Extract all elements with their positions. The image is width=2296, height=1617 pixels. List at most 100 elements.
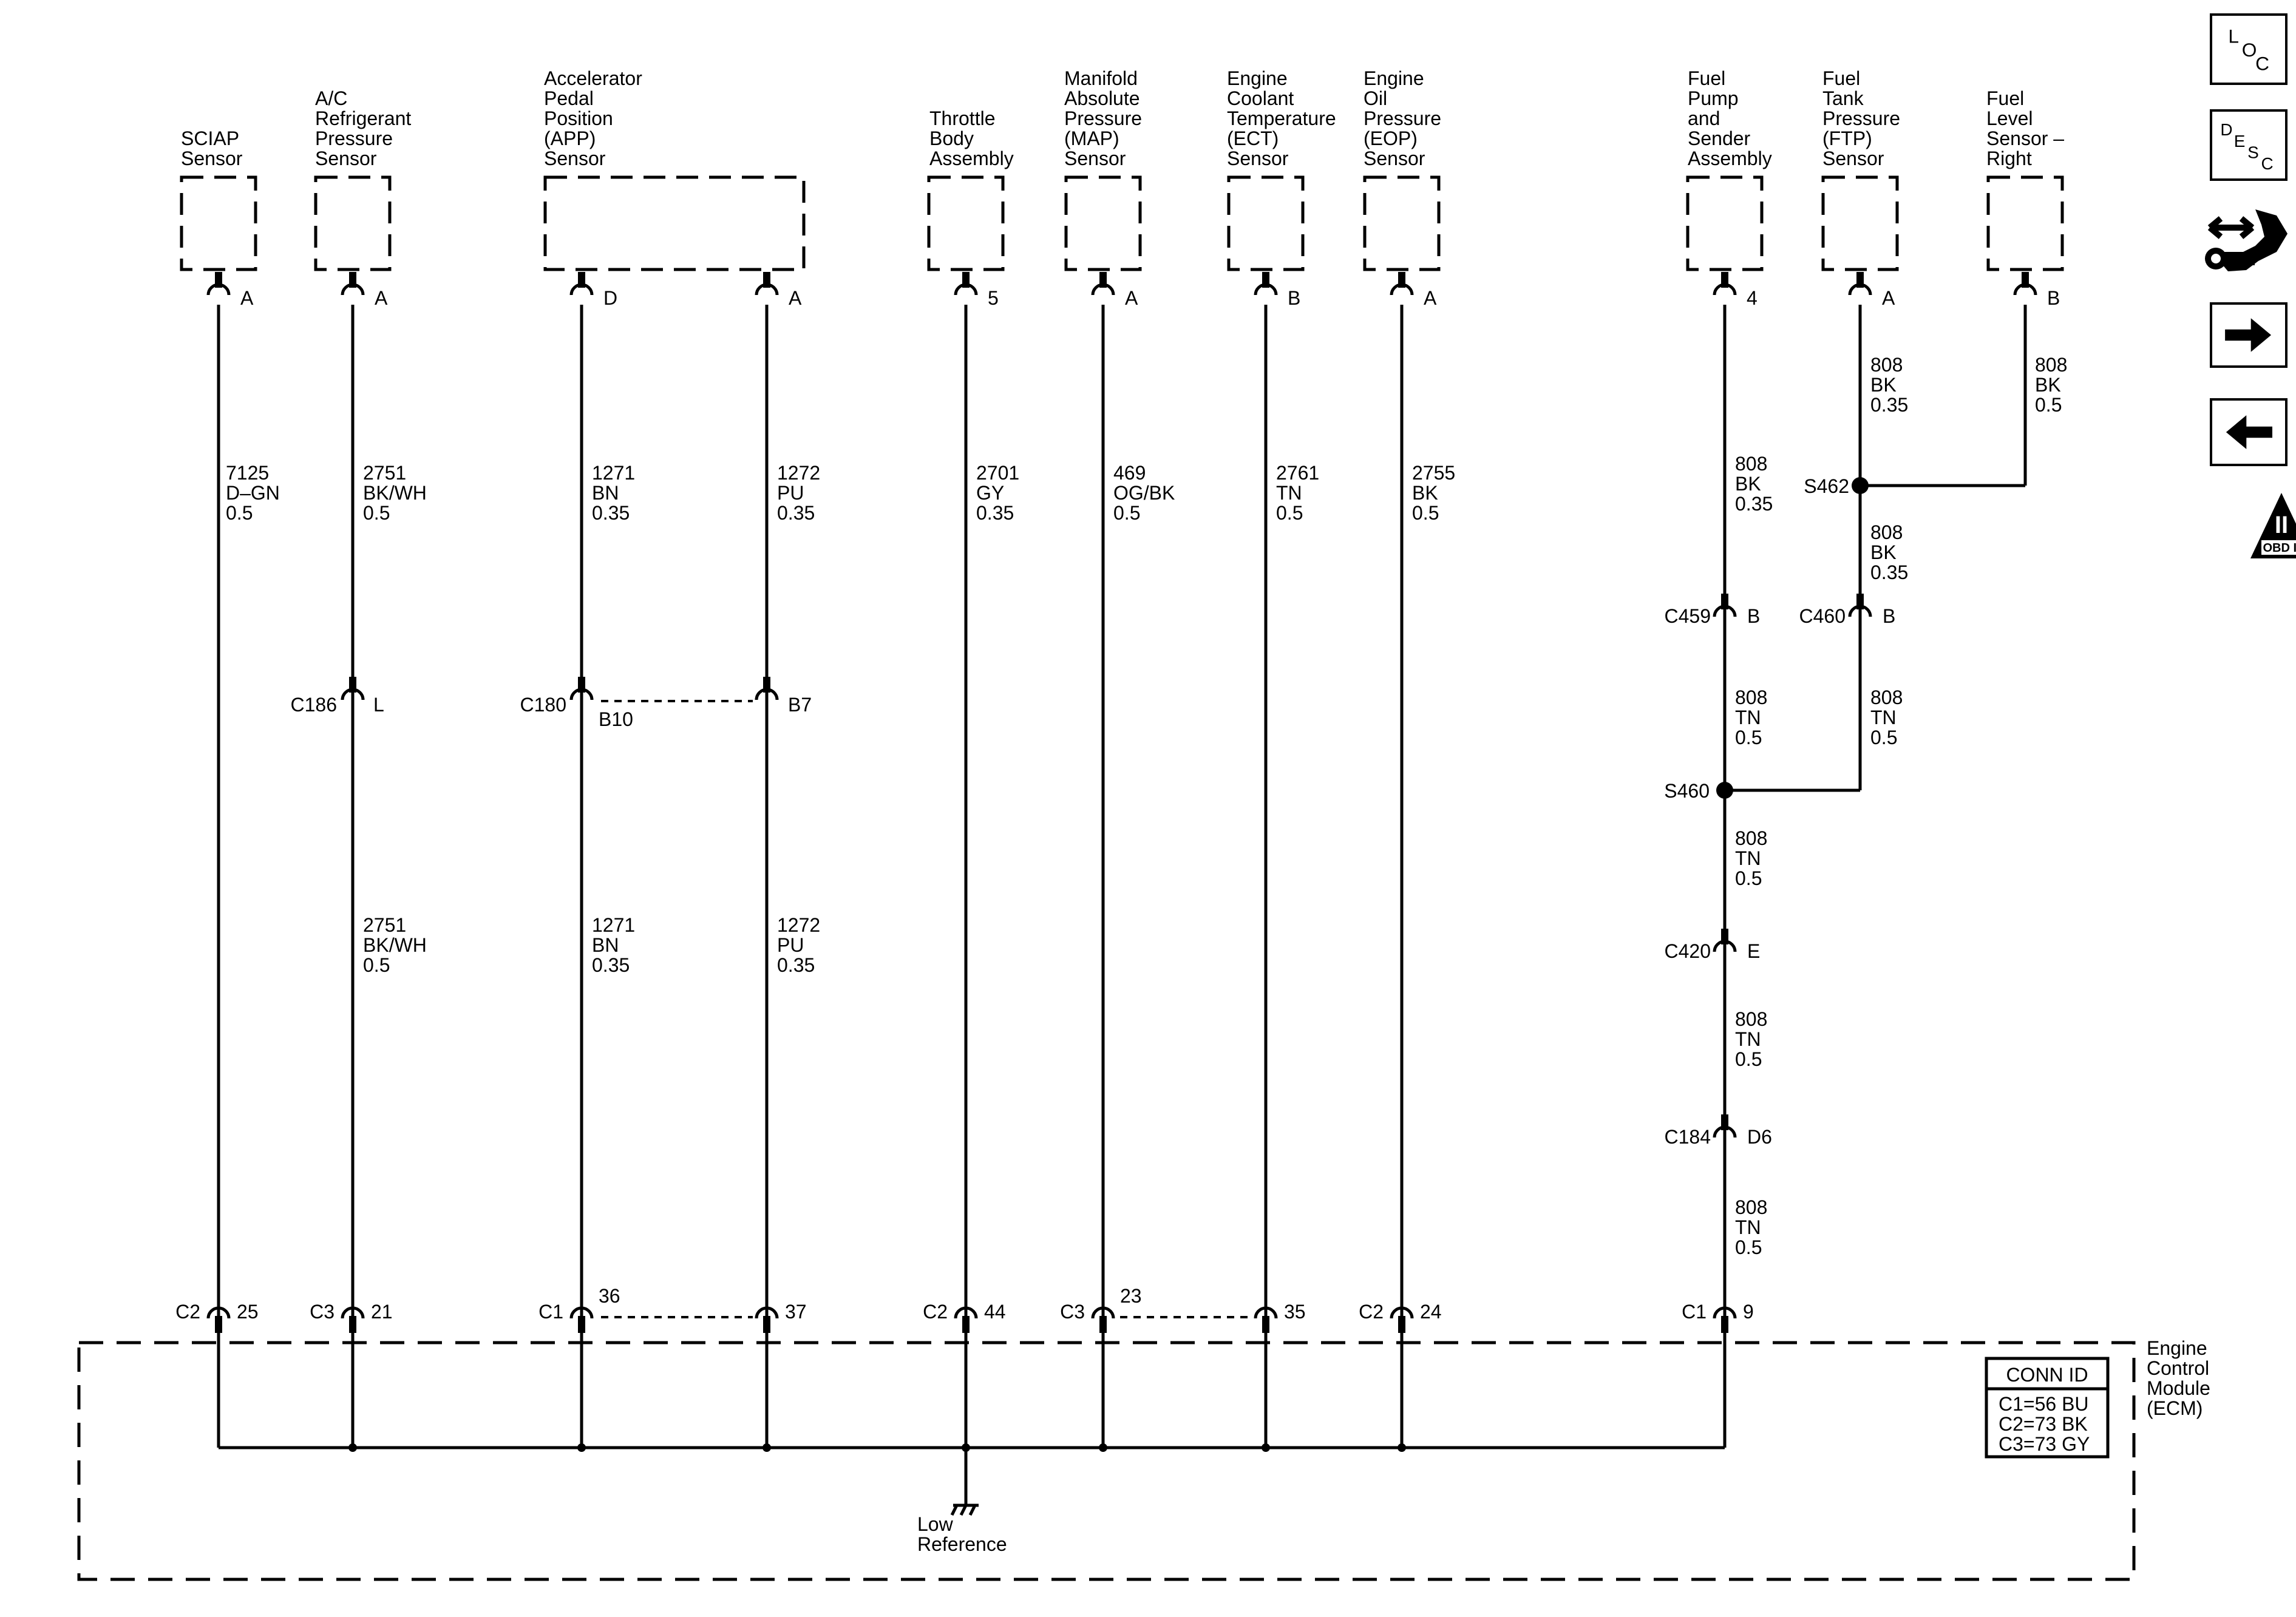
sciap-circuit-label: D–GN (226, 482, 280, 504)
bus-dot (1262, 1443, 1270, 1452)
app-title: Position (544, 107, 613, 129)
conn-id-row: C1=56 BU (1999, 1393, 2089, 1415)
fp-circuit-label: BK (1735, 473, 1761, 495)
eop-pin-label: A (1424, 287, 1437, 309)
c186-connector (341, 677, 365, 700)
map-ecm-connector (1091, 1306, 1115, 1333)
ftp-lower-circuit-label: BK (1870, 541, 1897, 563)
eop-sensor-connector (1390, 272, 1414, 296)
c180-label: C180 (520, 694, 567, 716)
app-d-circuit-label: 0.35 (592, 502, 630, 524)
bus-dot (577, 1443, 586, 1452)
location-button[interactable]: L O C (2210, 13, 2288, 85)
after-c184-circuit-label: 808 (1735, 1196, 1767, 1218)
ac-sensor-connector (341, 272, 365, 296)
map-circuit-label: 469 (1113, 462, 1146, 484)
app-a-circuit-label: 0.35 (777, 502, 815, 524)
arrow-right-icon (2225, 318, 2272, 352)
map-circuit-label: OG/BK (1113, 482, 1175, 504)
fp-ecm-conn-label: C1 (1682, 1301, 1707, 1323)
previous-page-button[interactable] (2210, 398, 2288, 466)
fp-title: and (1688, 107, 1720, 129)
fp-sensor-connector (1713, 272, 1737, 296)
eop-circuit-label: BK (1412, 482, 1438, 504)
map-pin-label: A (1125, 287, 1138, 309)
ect-title: (ECT) (1227, 127, 1279, 149)
obd-ii-icon[interactable]: II OBD II (2248, 490, 2296, 562)
ac-title: Pressure (315, 127, 393, 149)
app-title: Accelerator (544, 67, 642, 89)
bus-dot (1099, 1443, 1107, 1452)
obd-text: OBD II (2263, 541, 2296, 555)
eop-circuit-label: 0.5 (1412, 502, 1439, 524)
eop-ecm-pin-label: 24 (1420, 1301, 1442, 1323)
map-title: Manifold (1064, 67, 1138, 89)
c459-pin-label: B (1747, 605, 1760, 627)
ac-title: A/C (315, 87, 347, 109)
c184-connector (1713, 1114, 1737, 1138)
tb-circuit-label: GY (976, 482, 1004, 504)
bus-dot (348, 1443, 357, 1452)
app-d-lower-circuit-label: 1271 (592, 914, 635, 936)
ftp-title: (FTP) (1822, 127, 1872, 149)
next-page-button[interactable] (2210, 302, 2288, 368)
app-d-circuit-label: 1271 (592, 462, 635, 484)
app-a-ecm-connector (755, 1306, 779, 1333)
tb-title: Body (929, 127, 974, 149)
tb-sensor-connector (954, 272, 978, 296)
app-a-circuit-label: PU (777, 482, 804, 504)
map-sensor-box (1064, 175, 1142, 271)
ftp-sensor-connector (1848, 272, 1872, 296)
fls-title: Sensor – (1986, 127, 2064, 149)
c420-connector (1713, 929, 1737, 952)
ftp-pin-label: A (1882, 287, 1895, 309)
ac-title: Sensor (315, 147, 377, 169)
connector-tool-icon[interactable] (2204, 203, 2292, 282)
sciap-title: SCIAP (181, 127, 239, 149)
ac-sensor-box (314, 175, 392, 271)
tb-ecm-pin-label: 44 (984, 1301, 1006, 1323)
tb-ecm-conn-label: C2 (923, 1301, 948, 1323)
fuel-pump-box (1686, 175, 1764, 271)
c180-b10-label: B10 (599, 708, 633, 730)
ect-sensor-connector (1254, 272, 1278, 296)
sciap-ecm-conn-label: C2 (175, 1301, 200, 1323)
description-button[interactable]: D E S C (2210, 109, 2288, 181)
sciap-sensor-connector (206, 272, 231, 296)
app-a-lower-circuit-label: 1272 (777, 914, 820, 936)
app-a-sensor-connector (755, 272, 779, 296)
app-a-pin-label: A (789, 287, 802, 309)
splice-s462 (1852, 477, 1869, 494)
c459-lower-circuit-label: 808 (1735, 686, 1767, 708)
c460-connector (1848, 594, 1872, 617)
ect-title: Coolant (1227, 87, 1294, 109)
app-title: Pedal (544, 87, 594, 109)
ect-title: Sensor (1227, 147, 1289, 169)
ground-icon (950, 1503, 979, 1516)
app-d-ecm-connector (569, 1306, 594, 1333)
ect-title: Engine (1227, 67, 1288, 89)
tb-title: Assembly (929, 147, 1014, 169)
ac-lower-circuit-label: BK/WH (363, 934, 427, 956)
conn-id-table (1985, 1357, 2110, 1459)
after-c420-circuit-label: 808 (1735, 1008, 1767, 1030)
ftp-title: Tank (1822, 87, 1864, 109)
ecm-title: Module (2147, 1377, 2210, 1399)
fp-circuit-label: 0.35 (1735, 493, 1773, 515)
sciap-ecm-connector (206, 1306, 231, 1333)
ecm-title: Engine (2147, 1337, 2207, 1359)
eop-title: Pressure (1364, 107, 1441, 129)
c459-lower-circuit-label: TN (1735, 707, 1761, 728)
c460-lower-circuit-label: TN (1870, 707, 1897, 728)
tb-circuit-label: 0.35 (976, 502, 1014, 524)
eop-sensor-box (1363, 175, 1441, 271)
bus-dot (1398, 1443, 1406, 1452)
map-title: (MAP) (1064, 127, 1119, 149)
conn-id-row: C3=73 GY (1999, 1433, 2090, 1455)
ect-ecm-connector (1254, 1306, 1278, 1333)
ac-lower-circuit-label: 2751 (363, 914, 406, 936)
map-sensor-connector (1091, 272, 1115, 296)
desc-letter-c: C (2261, 154, 2274, 173)
fls-sensor-connector (2013, 272, 2037, 296)
bus-dot (763, 1443, 771, 1452)
